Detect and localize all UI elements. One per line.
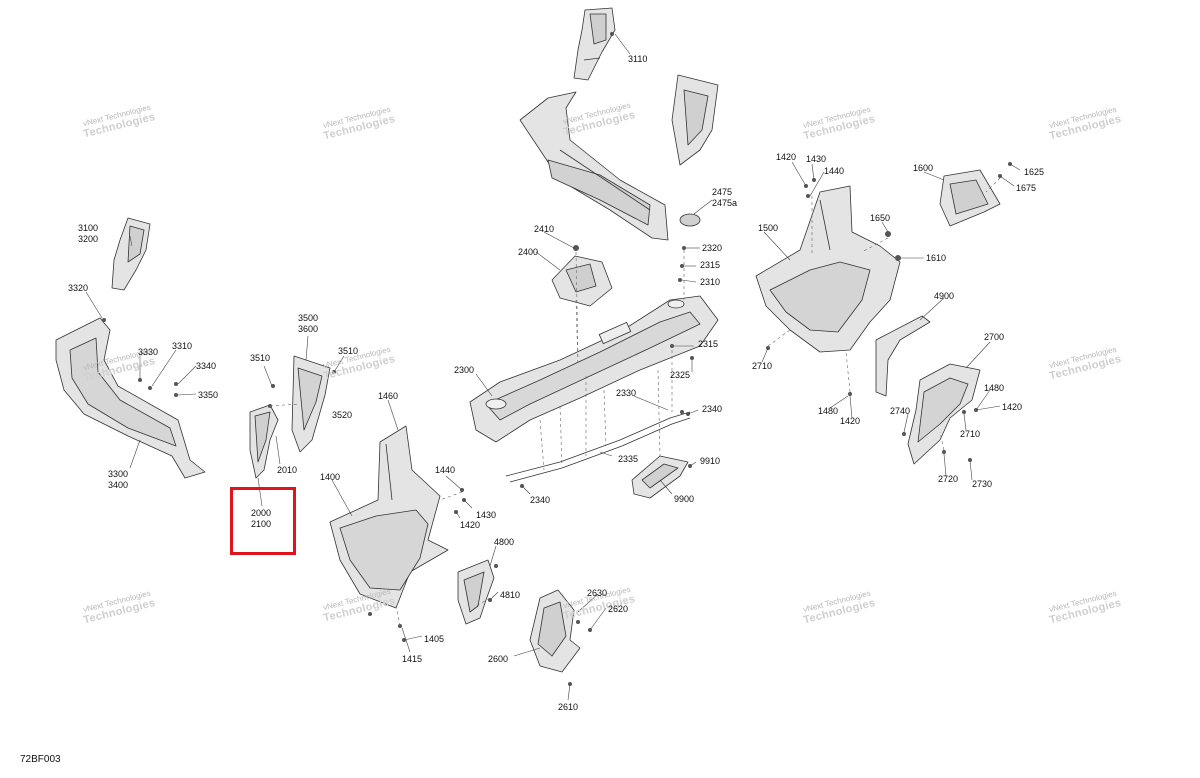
- part-side-panel: [671, 74, 719, 166]
- callout-2700: 2700: [984, 332, 1005, 342]
- callout-2315: 2315: [700, 260, 721, 270]
- callout-9900: 9900: [674, 494, 695, 504]
- part-9900: [631, 455, 689, 499]
- part-4800: [457, 559, 495, 625]
- callout-1420: 1420: [776, 152, 797, 162]
- callout-3310: 3310: [172, 341, 193, 351]
- part-dash-upper: [519, 91, 669, 241]
- callout-1625: 1625: [1024, 167, 1045, 177]
- part-3110: [573, 7, 616, 81]
- callout-1430: 1430: [476, 510, 497, 520]
- part-2300: [469, 295, 719, 443]
- callout-2400: 2400: [518, 247, 539, 257]
- assembly-dash-lines: [269, 177, 1001, 627]
- callout-4900: 4900: [934, 291, 955, 301]
- callout-1400: 1400: [320, 472, 341, 482]
- callout-1600: 1600: [913, 163, 934, 173]
- callout-2475: 2475: [712, 187, 733, 197]
- callout-2340: 2340: [702, 404, 723, 414]
- callout-3110: 3110: [628, 54, 648, 64]
- callout-2300: 2300: [454, 365, 475, 375]
- callout-2630: 2630: [587, 588, 608, 598]
- callout-1430: 1430: [806, 154, 827, 164]
- callout-4810: 4810: [500, 590, 521, 600]
- callout-1415: 1415: [402, 654, 423, 664]
- part-2330: [505, 411, 691, 483]
- part-2475: [679, 213, 701, 227]
- callout-2340: 2340: [530, 495, 551, 505]
- callout-2740: 2740: [890, 406, 911, 416]
- callout-2720: 2720: [938, 474, 959, 484]
- callout-2710: 2710: [960, 429, 981, 439]
- part-2400: [551, 255, 613, 307]
- callout-1460: 1460: [378, 391, 399, 401]
- callout-2010: 2010: [277, 465, 298, 475]
- callout-1420: 1420: [840, 416, 861, 426]
- callout-1440: 1440: [824, 166, 845, 176]
- figure-code: 72BF003: [20, 754, 61, 765]
- callout-3350: 3350: [198, 390, 219, 400]
- callout-1650: 1650: [870, 213, 891, 223]
- callout-3520: 3520: [332, 410, 353, 420]
- callout-3320: 3320: [68, 283, 89, 293]
- part-2600: [529, 589, 581, 673]
- callout-9910: 9910: [700, 456, 721, 466]
- part-3100: [111, 217, 151, 291]
- callout-1420: 1420: [1002, 402, 1023, 412]
- callout-1480: 1480: [818, 406, 839, 416]
- callout-2330: 2330: [616, 388, 637, 398]
- callout-2730: 2730: [972, 479, 993, 489]
- callout-2620: 2620: [608, 604, 629, 614]
- callout-1440: 1440: [435, 465, 456, 475]
- callout-1480: 1480: [984, 383, 1005, 393]
- callout-1610: 1610: [926, 253, 947, 263]
- highlight-box: [230, 487, 296, 555]
- callout-2315: 2315: [698, 339, 719, 349]
- callout-2325: 2325: [670, 370, 691, 380]
- callout-2710: 2710: [752, 361, 773, 371]
- callout-2610: 2610: [558, 702, 579, 712]
- part-3500: [291, 355, 331, 453]
- callout-3330: 3330: [138, 347, 159, 357]
- callout-3340: 3340: [196, 361, 217, 371]
- callout-2320: 2320: [702, 243, 723, 253]
- callout-4800: 4800: [494, 537, 515, 547]
- callout-2600: 2600: [488, 654, 509, 664]
- callout-2335: 2335: [618, 454, 639, 464]
- callout-2475a: 2475a: [712, 198, 738, 208]
- part-1400: [329, 425, 449, 609]
- callout-3510: 3510: [338, 346, 359, 356]
- part-2000: [249, 404, 279, 479]
- part-2700: [907, 363, 981, 465]
- callout-1500: 1500: [758, 223, 779, 233]
- callout-2310: 2310: [700, 277, 721, 287]
- part-1600: [939, 169, 1001, 227]
- callout-1420: 1420: [460, 520, 481, 530]
- callout-3510: 3510: [250, 353, 271, 363]
- callout-1405: 1405: [424, 634, 445, 644]
- leader-lines: [85, 33, 1021, 701]
- part-3300: [55, 317, 206, 479]
- callout-1675: 1675: [1016, 183, 1037, 193]
- callout-2410: 2410: [534, 224, 555, 234]
- part-1500: [755, 185, 901, 353]
